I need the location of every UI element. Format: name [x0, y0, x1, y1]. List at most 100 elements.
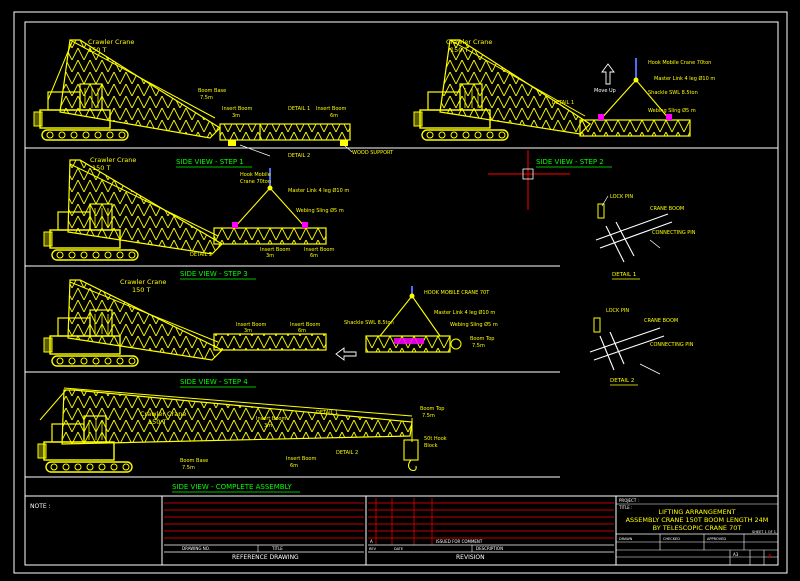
step1-wood-support: WOOD SUPPORT: [352, 150, 394, 156]
reference-drawing: REFERENCE DRAWING: [232, 554, 299, 561]
step4-insert-b: Insert Boom: [290, 322, 320, 328]
ref-drawing-no: DRAWING NO.: [182, 546, 210, 551]
step4-crane-label: Crawler Crane: [120, 278, 166, 286]
complete-boom-base: Boom Base: [180, 458, 208, 464]
step1-detail2: DETAIL 2: [288, 153, 310, 159]
detail1-connecting-pin: CONNECTING PIN: [652, 230, 696, 236]
step4-insert-a-len: 3m: [244, 328, 252, 334]
complete-boom-top: Boom Top: [420, 406, 444, 412]
step2-crane-label: Crawler Crane: [446, 38, 492, 46]
step4-hook: HOOK MOBILE CRANE 70T: [424, 290, 490, 296]
step4-view: Crawler Crane 150 T Insert Boom 3m Inser…: [43, 278, 498, 388]
detail1-drawing: LOCK PIN CRANE BOOM CONNECTING PIN DETAI…: [595, 194, 696, 280]
complete-insert-b: Insert Boom: [286, 456, 316, 462]
step1-title: SIDE VIEW - STEP 1: [176, 158, 244, 166]
step1-insert-b: Insert Boom: [316, 106, 346, 112]
step2-hook: Hook Mobile Crane 70ton: [648, 60, 711, 66]
detail1-lock-pin: LOCK PIN: [610, 194, 633, 200]
detail2-crane-boom: CRANE BOOM: [644, 318, 678, 324]
complete-title: SIDE VIEW - COMPLETE ASSEMBLY: [172, 483, 293, 491]
complete-insert-a: Insert Boom: [256, 416, 286, 422]
step3-hook2: Crane 70ton: [240, 179, 271, 185]
step3-webbing: Webing Sling Ø5 m: [296, 207, 344, 214]
step3-insert-a: Insert Boom: [260, 247, 290, 253]
project-label: PROJECT :: [619, 498, 639, 503]
step2-webbing: Webing Sling Ø5 m: [648, 107, 696, 114]
detail2-drawing: LOCK PIN CRANE BOOM CONNECTING PIN DETAI…: [589, 308, 694, 386]
inner-frame: [24, 21, 779, 566]
complete-hook-block: 50t Hook: [424, 436, 447, 442]
drawing-title-3: BY TELESCOPIC CRANE 70T: [653, 524, 742, 532]
detail1-crane-boom: CRANE BOOM: [650, 206, 684, 212]
step4-boom-top: Boom Top: [470, 336, 494, 342]
step3-insert-b-len: 6m: [310, 253, 318, 259]
outer-frame: [13, 11, 788, 574]
note-label: NOTE :: [30, 503, 51, 510]
step4-boom-top-len: 7.5m: [472, 343, 485, 349]
step3-detail2: DETAIL 2: [190, 252, 212, 258]
complete-detail2: DETAIL 2: [336, 450, 358, 456]
complete-crane-capacity: 150 T: [148, 418, 166, 426]
detail1-title: DETAIL 1: [612, 272, 636, 278]
step3-master-link: Master Link 4 leg Ø10 m: [288, 187, 349, 194]
step2-title: SIDE VIEW - STEP 2: [536, 158, 604, 166]
cad-cursor[interactable]: [488, 150, 570, 210]
complete-boom-base-len: 7.5m: [182, 465, 195, 471]
step3-insert-a-len: 3m: [266, 253, 274, 259]
issued-for-comment: ISSUED FOR COMMENT: [436, 539, 483, 544]
step2-detail1: DETAIL 1: [552, 100, 574, 106]
complete-hook-block2: Block: [424, 443, 438, 449]
step1-insert-a-len: 3m: [232, 113, 240, 119]
step3-insert-b: Insert Boom: [304, 247, 334, 253]
rev-a: A: [370, 539, 373, 544]
step1-detail1: DETAIL 1: [288, 106, 310, 112]
step2-view: Crawler Crane 150 T Hook Mobile Crane 70…: [413, 38, 715, 168]
approved-label: APPROVED: [707, 537, 726, 541]
rev-value: A: [768, 554, 772, 560]
complete-assembly-view: Crawler Crane 150 T Insert Boom 3m DETAI…: [37, 387, 447, 493]
sheet-label: SHEET 1 OF 1: [752, 530, 776, 534]
step1-boom-base-len: 7.5m: [200, 95, 213, 101]
drawing-title-1: LIFTING ARRANGEMENT: [658, 508, 735, 516]
drawing-title-2: ASSEMBLY CRANE 150T BOOM LENGTH 24M: [626, 516, 769, 524]
step4-crane-capacity: 150 T: [132, 286, 150, 294]
complete-insert-a-len: 3m: [264, 423, 272, 429]
step1-crane-capacity: 150 T: [88, 46, 106, 54]
detail2-connecting-pin: CONNECTING PIN: [650, 342, 694, 348]
sheet-size: A3: [733, 552, 739, 557]
date-col: DATE: [394, 547, 403, 551]
step4-master-link: Master Link 4 leg Ø10 m: [434, 309, 495, 316]
step4-webbing: Webing Sling Ø5 m: [450, 321, 498, 328]
description-col: DESCRIPTION: [476, 546, 503, 551]
detail2-lock-pin: LOCK PIN: [606, 308, 629, 314]
complete-boom-top-len: 7.5m: [422, 413, 435, 419]
ref-title-col: TITLE: [271, 546, 283, 551]
rev-col: REV: [369, 547, 377, 551]
complete-detail1: DETAIL 1: [316, 410, 338, 416]
step1-boom-base: Boom Base: [198, 88, 226, 94]
revision-label: REVISION: [456, 554, 485, 561]
complete-crane-label: Crawler Crane: [140, 410, 186, 418]
title-block: NOTE : DRAWING NO. TITLE REFERENCE DRAWI…: [25, 495, 778, 565]
step2-master-link: Master Link 4 leg Ø10 m: [654, 75, 715, 82]
step1-insert-b-len: 6m: [330, 113, 338, 119]
step1-crane-label: Crawler Crane: [88, 38, 134, 46]
checked-label: CHECKED: [663, 537, 680, 541]
step4-shackle: Shackle SWL 8.5ton: [344, 320, 394, 326]
step3-hook: Hook Mobile: [240, 172, 271, 178]
step2-crane-capacity: 150 T: [450, 46, 468, 54]
step3-crane-label: Crawler Crane: [90, 156, 136, 164]
step3-title: SIDE VIEW - STEP 3: [180, 270, 248, 278]
step1-insert-a: Insert Boom: [222, 106, 252, 112]
drawn-label: DRAWN: [619, 537, 633, 541]
step2-shackle: Shackle SWL 8.5ton: [648, 90, 698, 96]
step1-view: Crawler Crane 150 T Boom Base 7.5m Inser…: [33, 38, 394, 168]
complete-insert-b-len: 6m: [290, 463, 298, 469]
title-label: TITLE :: [618, 505, 632, 510]
step2-move-up: Move Up: [594, 88, 616, 94]
step3-view: Crawler Crane 150 T Hook Mobile Crane 70…: [43, 156, 349, 280]
step4-title: SIDE VIEW - STEP 4: [180, 378, 248, 386]
step4-insert-a: Insert Boom: [236, 322, 266, 328]
step3-crane-capacity: 150 T: [92, 164, 110, 172]
